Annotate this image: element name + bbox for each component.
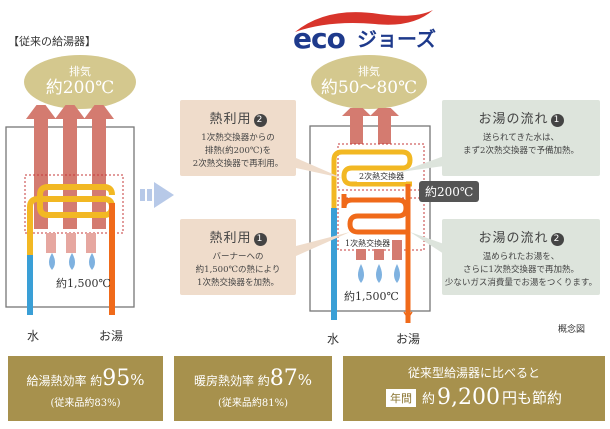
left-burner-temp: 約1,500℃ — [56, 277, 111, 290]
heating-efficiency-box: 暖房熱効率 約87% (従来品約81%) — [174, 356, 332, 421]
left-heater-diagram — [0, 99, 140, 335]
callout-pointers — [296, 156, 444, 256]
callout-heat-use-1-number: 1 — [253, 233, 267, 246]
boiler-efficiency-prefix: 給湯熱効率 約 — [26, 374, 103, 388]
right-exhaust-bubble: 排気 約50～80℃ — [311, 55, 427, 109]
heating-efficiency-note: (従来品約81%) — [217, 398, 289, 409]
callout-line: 約1,500℃の熱により — [195, 264, 281, 275]
left-section-title: 【従来の給湯器】 — [8, 35, 96, 48]
annual-savings-line1: 従来型給湯器に比べると — [407, 366, 540, 380]
callout-water-flow-2-number: 2 — [550, 233, 564, 246]
right-heater-diagram — [300, 102, 440, 340]
mid-temp-tag: 約200℃ — [419, 181, 480, 202]
right-exhaust-label: 排気 — [358, 64, 380, 78]
callout-line: 2次熱交換器で再利用。 — [192, 158, 284, 169]
right-burner-temp: 約1,500℃ — [344, 290, 399, 303]
right-water-label: 水 — [327, 332, 340, 346]
annual-savings-value: 9,200 — [437, 385, 500, 410]
annual-savings-prefix: 約 — [421, 392, 435, 407]
callout-water-flow-1-title: お湯の流れ — [478, 112, 549, 127]
callout-line: 送られてきた水は、 — [483, 133, 559, 143]
right-hotwater-label: お湯 — [396, 332, 421, 346]
transition-arrow-icon — [140, 178, 176, 216]
callout-line: まず2次熱交換器で予備加熱。 — [463, 145, 579, 156]
right-exhaust-temp: 約50～80℃ — [320, 77, 418, 98]
hx2-label: 2次熱交換器 — [357, 171, 407, 182]
callout-line: 排熱(約200℃)を — [204, 145, 272, 156]
callout-heat-use-1-title: 熱利用 — [209, 231, 252, 246]
heating-efficiency-value: 87 — [269, 366, 298, 391]
left-hotwater-label: お湯 — [99, 329, 124, 343]
left-exhaust-temp: 約200℃ — [45, 77, 115, 98]
left-water-label: 水 — [27, 329, 40, 343]
annual-savings-suffix: 円も節約 — [501, 389, 562, 407]
callout-line: バーナーへの — [212, 252, 264, 262]
heating-efficiency-unit: % — [297, 371, 313, 389]
hx1-label: 1次熱交換器 — [343, 238, 393, 249]
callout-line: 温められたお湯を、 — [482, 252, 560, 262]
callout-water-flow-1-number: 1 — [550, 114, 564, 127]
callout-line: さらに1次熱交換器で再加熱。 — [463, 264, 579, 275]
callout-line: 1次熱交換器からの — [201, 133, 275, 143]
concept-label: 概念図 — [558, 325, 586, 335]
callout-line: 少ないガス消費量でお湯をつくります。 — [444, 277, 598, 288]
left-exhaust-label: 排気 — [69, 64, 91, 78]
svg-text:eco: eco — [293, 22, 346, 52]
boiler-efficiency-box: 給湯熱効率 約95% (従来品約83%) — [8, 356, 163, 421]
callout-heat-use-2-number: 2 — [253, 114, 267, 127]
ecojozu-logo: eco ジョーズ — [287, 6, 439, 55]
left-exhaust-bubble: 排気 約200℃ — [24, 55, 136, 109]
heating-efficiency-prefix: 暖房熱効率 約 — [193, 374, 270, 388]
boiler-efficiency-note: (従来品約83%) — [50, 398, 121, 409]
callout-line: 1次熱交換器を加熱。 — [197, 277, 279, 288]
annual-tag: 年間 — [385, 388, 416, 407]
callout-heat-use-2-title: 熱利用 — [209, 112, 252, 127]
boiler-efficiency-unit: % — [130, 371, 145, 389]
callout-water-flow-2-title: お湯の流れ — [478, 231, 549, 246]
svg-text:ジョーズ: ジョーズ — [357, 27, 436, 51]
boiler-efficiency-value: 95 — [102, 366, 131, 391]
